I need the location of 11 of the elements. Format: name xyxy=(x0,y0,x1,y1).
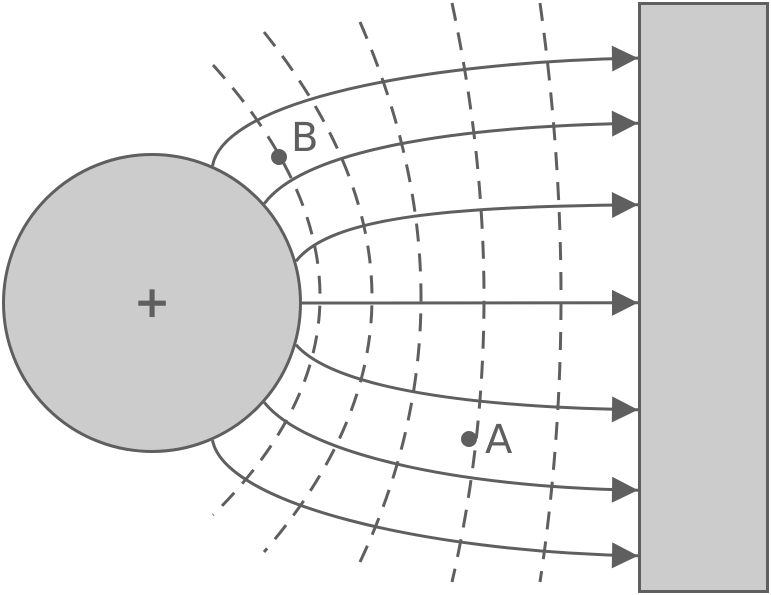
charge-sign: + xyxy=(134,281,170,325)
field-line xyxy=(294,344,638,422)
field-line xyxy=(263,110,638,205)
field-line xyxy=(211,440,638,568)
field-line xyxy=(263,401,638,502)
point-label: B xyxy=(291,118,318,158)
point-label: A xyxy=(485,420,512,460)
field-line xyxy=(294,192,638,262)
field-line xyxy=(211,46,638,166)
field-line xyxy=(302,290,638,316)
plate xyxy=(638,2,769,593)
